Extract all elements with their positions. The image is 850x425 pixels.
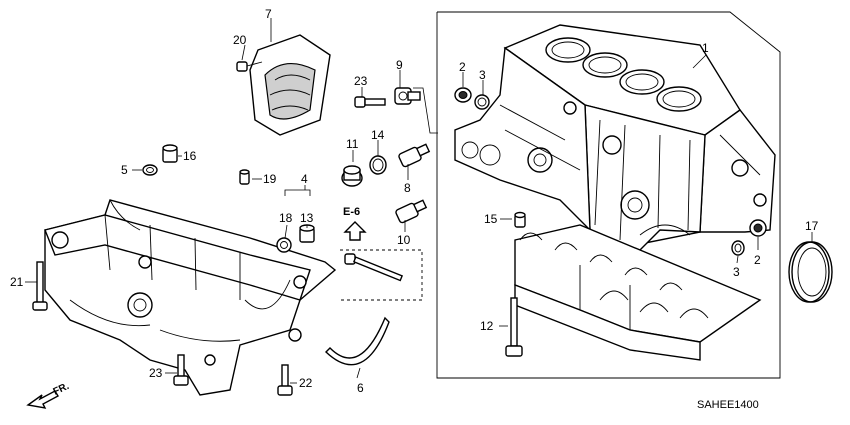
- callouts: 1 2 3 3 2 4 5 6 7 8 9 10 11 12 13 14 15 …: [10, 7, 819, 395]
- callout-16: 16: [183, 149, 197, 163]
- bolt-long: [344, 253, 404, 282]
- dowel-pin-19: [239, 169, 250, 185]
- callout-23-upper: 23: [354, 74, 368, 88]
- bolt-23-lower: [173, 354, 189, 386]
- callout-3-lower: 3: [733, 265, 740, 279]
- oil-seal-17: [788, 241, 833, 303]
- callout-2-lower: 2: [754, 253, 761, 267]
- bolt-22: [277, 364, 293, 396]
- front-label: FR.: [52, 381, 71, 398]
- bolt-20: [236, 61, 263, 72]
- callout-11: 11: [346, 137, 359, 151]
- plug-16: [162, 144, 178, 163]
- oil-pan: [44, 199, 337, 396]
- washer-14: [369, 155, 387, 175]
- callout-19: 19: [263, 172, 277, 186]
- callout-23-lower: 23: [149, 366, 163, 380]
- callout-20: 20: [233, 33, 247, 47]
- plug-2-upper: [454, 87, 472, 103]
- dowel-pin-15: [514, 211, 526, 228]
- callout-15: 15: [484, 212, 498, 226]
- washer-18: [276, 237, 292, 253]
- baffle-plate-7: [249, 34, 331, 136]
- washer-3-lower: [731, 240, 745, 256]
- sensor-8: [398, 143, 431, 168]
- clip-6: [324, 316, 390, 366]
- diagram-code: SAHEE1400: [697, 399, 759, 411]
- reference-e6: E-6: [343, 206, 367, 241]
- callout-3-upper: 3: [479, 68, 486, 82]
- sensor-10: [395, 199, 428, 224]
- callout-9: 9: [396, 58, 403, 72]
- callout-12: 12: [480, 319, 494, 333]
- block-group-outline: [436, 11, 781, 379]
- callout-5: 5: [121, 163, 128, 177]
- plug-2-lower: [749, 219, 767, 237]
- reference-label: E-6: [343, 206, 360, 218]
- callout-8: 8: [404, 181, 411, 195]
- cylinder-block: [454, 24, 776, 251]
- front-direction-arrow: FR.: [26, 381, 71, 409]
- callout-4: 4: [301, 172, 308, 186]
- leader-lines: [25, 18, 813, 384]
- callout-18: 18: [279, 211, 293, 225]
- bolt-23-upper: [354, 96, 386, 108]
- callout-2-upper: 2: [459, 60, 466, 74]
- callout-14: 14: [371, 128, 385, 142]
- callout-21: 21: [10, 275, 24, 289]
- bolt-21: [32, 261, 48, 311]
- sensor-9: [394, 87, 421, 105]
- bolt-12: [505, 297, 523, 357]
- callout-22: 22: [299, 376, 313, 390]
- lower-block: [514, 224, 762, 361]
- callout-7: 7: [265, 7, 272, 21]
- washer-3-upper: [474, 94, 490, 110]
- callout-1: 1: [702, 41, 709, 55]
- washer-5: [142, 164, 158, 176]
- callout-10: 10: [397, 233, 411, 247]
- plug-11: [341, 165, 363, 187]
- callout-13: 13: [300, 211, 314, 225]
- callout-17: 17: [805, 219, 819, 233]
- callout-6: 6: [357, 381, 364, 395]
